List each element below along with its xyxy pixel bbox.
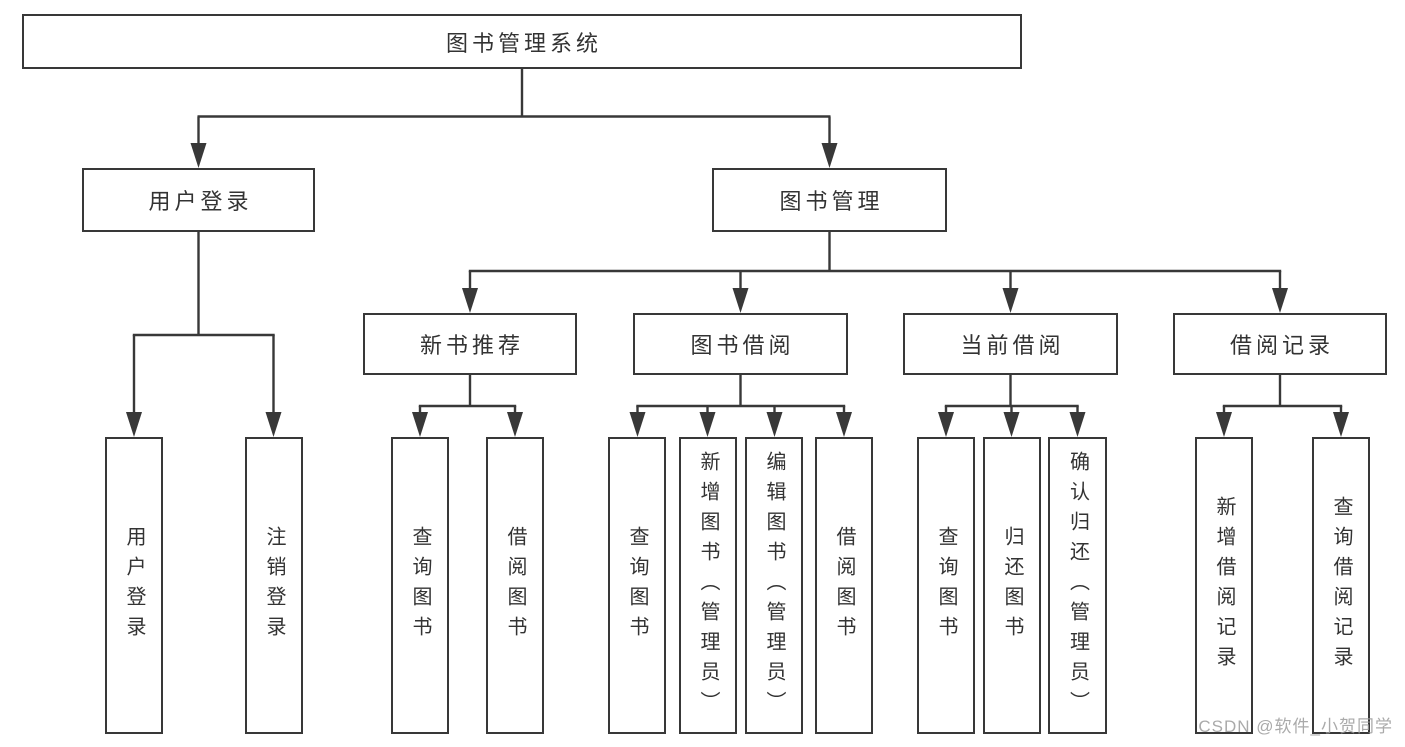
node-label: 借阅记录 [1229,333,1334,358]
connector-records-to-leaves [1216,375,1349,437]
leaf-label: 借阅图书 [833,525,855,646]
leaf-borrow-book: 借阅图书 [486,437,544,734]
node-user-login: 用户登录 [82,168,315,232]
leaf-query-book: 查询图书 [917,437,975,734]
leaf-query-borrow-record: 查询借阅记录 [1312,437,1370,734]
leaf-label: 编辑图书（管理员） [763,450,785,721]
leaf-query-book: 查询图书 [608,437,666,734]
leaf-confirm-return-admin: 确认归还（管理员） [1048,437,1107,734]
leaf-label: 查询借阅记录 [1330,495,1352,676]
leaf-label: 查询图书 [409,525,431,646]
node-current-borrow: 当前借阅 [903,313,1118,375]
node-book-borrow: 图书借阅 [633,313,848,375]
node-borrow-records: 借阅记录 [1173,313,1387,375]
leaf-query-book: 查询图书 [391,437,449,734]
node-label: 图书管理 [779,189,884,214]
leaf-label: 查询图书 [626,525,648,646]
leaf-label: 查询图书 [935,525,957,646]
leaf-edit-book-admin: 编辑图书（管理员） [745,437,803,734]
leaf-label: 确认归还（管理员） [1066,450,1089,721]
connector-newbook-to-leaves [412,375,523,437]
leaf-label: 归还图书 [1001,525,1023,646]
csdn-watermark: CSDN @软件_小贺同学 [1198,717,1393,736]
leaf-label: 注销登录 [263,525,285,646]
leaf-label: 新增图书（管理员） [697,450,719,721]
leaf-add-book-admin: 新增图书（管理员） [679,437,737,734]
node-system-root: 图书管理系统 [22,14,1022,69]
node-label: 图书管理系统 [445,30,602,56]
node-label: 用户登录 [148,189,253,214]
connector-root-to-level2 [190,69,838,168]
node-label: 图书借阅 [690,333,795,358]
connector-borrow-to-leaves [629,375,852,437]
leaf-logout: 注销登录 [245,437,303,734]
leaf-label: 借阅图书 [504,525,526,646]
node-book-manage: 图书管理 [712,168,947,232]
node-label: 新书推荐 [419,333,524,358]
leaf-add-borrow-record: 新增借阅记录 [1195,437,1253,734]
leaf-return-book: 归还图书 [983,437,1041,734]
connector-login-to-leaves [126,232,282,437]
connector-current-to-leaves [938,375,1086,437]
node-new-book-recommend: 新书推荐 [363,313,577,375]
leaf-user-login: 用户登录 [105,437,163,734]
node-label: 当前借阅 [960,333,1065,358]
connector-manage-to-level3 [462,232,1288,313]
leaf-borrow-book: 借阅图书 [815,437,873,734]
leaf-label: 新增借阅记录 [1213,495,1235,676]
leaf-label: 用户登录 [123,525,145,646]
